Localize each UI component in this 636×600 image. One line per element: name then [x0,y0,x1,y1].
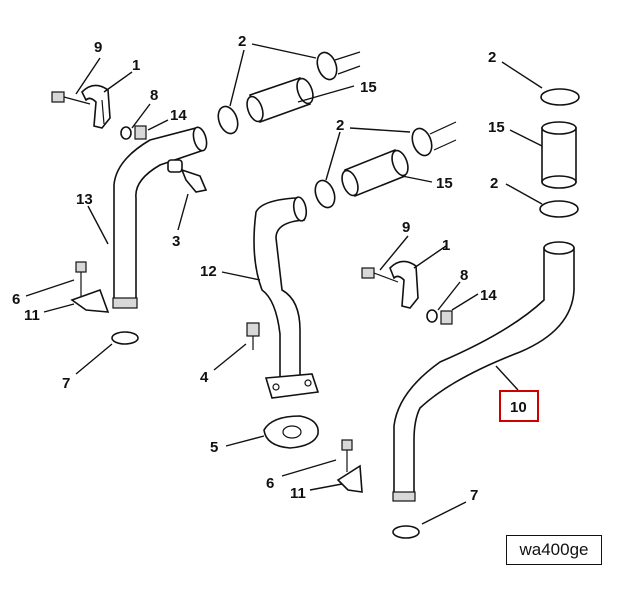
washer-8-left [120,126,132,140]
callout-left-11: 11 [24,307,40,324]
callout-left-6: 6 [12,291,20,308]
nut-14-mid [440,310,453,325]
figure-id-label: wa400ge [506,535,602,565]
hose-clamp-2-lower-b [411,127,433,157]
callout-mid-2-lower: 2 [336,117,344,134]
callout-mid-14: 14 [480,287,497,304]
callout-right-2-top: 2 [488,49,496,66]
callout-mid-4: 4 [200,369,209,386]
callout-left-1: 1 [132,57,140,74]
callout-left-7: 7 [62,375,70,392]
hose-clamp-2-upper-a [217,105,239,135]
hose-15-upper [246,76,314,124]
bolt-9-left [51,91,91,105]
callout-labels: 9 1 8 14 3 13 6 11 7 2 15 2 15 12 4 5 9 … [12,33,505,504]
washer-8-mid [426,309,438,323]
callout-mid-9: 9 [402,219,410,236]
leader-lines [25,43,543,525]
callout-left-9: 9 [94,39,102,56]
callout-right-10: 10 [510,399,527,416]
callout-left-14: 14 [170,107,187,124]
nut-14-left [134,125,147,140]
bracket-11-bottom [336,439,363,493]
pipe-stub-upper [334,51,361,75]
gasket-5 [263,415,319,449]
callout-left-3: 3 [172,233,180,250]
hose-clamp-2-upper-b [316,51,338,81]
o-ring-7-left [111,331,139,345]
hose-clamp-2-right-top [540,88,580,106]
callout-right-15: 15 [488,119,505,136]
callout-mid-15-top: 15 [360,79,377,96]
callout-left-8: 8 [150,87,158,104]
callout-mid-15-lower: 15 [436,175,453,192]
callout-mid-2-top: 2 [238,33,246,50]
callout-right-7: 7 [470,487,478,504]
callout-mid-8: 8 [460,267,468,284]
callout-right-10-highlight: 10 [499,390,539,422]
bolt-4 [246,322,260,350]
o-ring-7-right [392,525,420,539]
callout-left-13: 13 [76,191,93,208]
pipe-13 [112,126,208,309]
pipe-12 [253,196,320,399]
callout-bottom-6: 6 [266,475,274,492]
pipe-stub-lower [429,121,457,151]
sensor-3 [167,159,208,193]
clamp-bracket-1-left [81,84,111,129]
hose-15-lower [341,148,409,198]
callout-mid-5: 5 [210,439,218,456]
clamp-bracket-1-mid [389,260,419,309]
hose-clamp-2-lower-a [314,179,336,209]
bracket-11-left [70,261,110,313]
bolt-9-mid [361,267,399,283]
callout-mid-12: 12 [200,263,217,280]
pipe-10 [392,241,575,502]
callout-right-2-lower: 2 [490,175,498,192]
hose-clamp-2-right-lower [539,200,579,218]
hose-15-right [541,121,577,189]
callout-mid-1: 1 [442,237,450,254]
callout-bottom-11: 11 [290,485,306,502]
